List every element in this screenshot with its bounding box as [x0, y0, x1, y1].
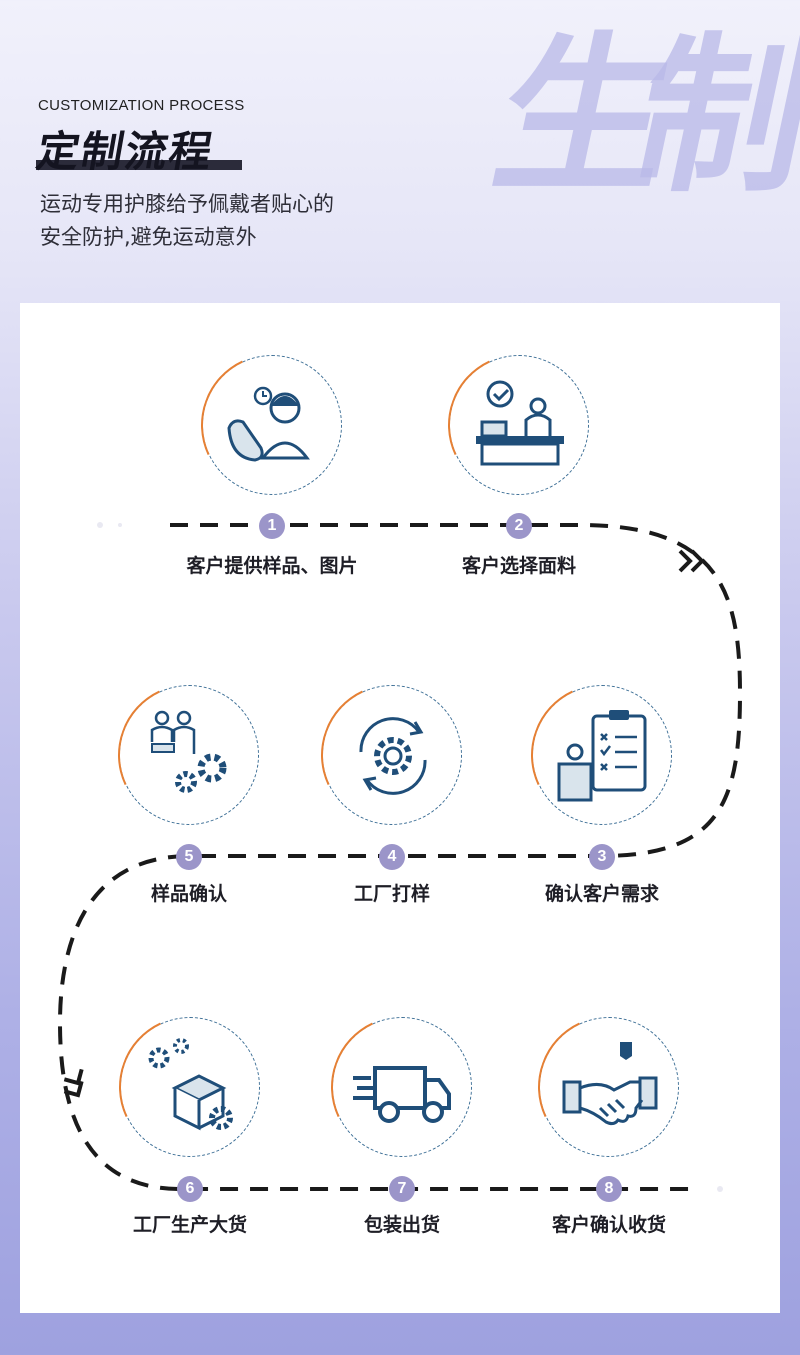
step-5-circle — [119, 685, 259, 825]
step-1-badge: 1 — [259, 513, 285, 539]
box-gears-icon — [148, 1038, 233, 1131]
step-8-label: 客户确认收货 — [551, 1214, 666, 1236]
step-5-badge: 5 — [176, 844, 202, 870]
step-8-badge: 8 — [596, 1176, 622, 1202]
step-6-label: 工厂生产大货 — [132, 1214, 247, 1236]
subtitle-en: CUSTOMIZATION PROCESS — [38, 97, 245, 114]
step-3-label: 确认客户需求 — [544, 883, 659, 905]
desk-checkmark-icon — [476, 380, 564, 466]
checklist-clipboard-icon — [557, 710, 647, 802]
step-1 — [182, 355, 362, 495]
step-8-circle — [539, 1017, 679, 1157]
people-gears-icon — [150, 710, 227, 793]
step-2 — [429, 355, 609, 495]
step-2-label: 客户选择面料 — [461, 555, 576, 577]
step-7 — [312, 1017, 492, 1157]
page-title: 定制流程 — [33, 127, 218, 176]
step-3-badge: 3 — [589, 844, 615, 870]
handshake-icon — [562, 1042, 658, 1126]
step-4-circle — [322, 685, 462, 825]
title-underline — [36, 160, 242, 170]
step-5-label: 样品确认 — [150, 883, 227, 905]
gear-refresh-icon — [359, 717, 427, 795]
process-card: 1 客户提供样品、图片 2 客户选择面料 — [20, 303, 780, 1313]
step-7-label: 包装出货 — [363, 1214, 440, 1236]
description-line-2: 安全防护,避免运动意外 — [40, 225, 257, 249]
step-2-badge: 2 — [506, 513, 532, 539]
step-3-circle — [532, 685, 672, 825]
step-7-badge: 7 — [389, 1176, 415, 1202]
step-8 — [519, 1017, 699, 1157]
header: 生 制 CUSTOMIZATION PROCESS 定制流程 运动专用护膝给予佩… — [0, 0, 800, 300]
step-6-circle — [120, 1017, 260, 1157]
phone-support-icon — [227, 386, 310, 462]
step-7-circle — [332, 1017, 472, 1157]
step-4-label: 工厂打样 — [353, 883, 430, 905]
step-1-label: 客户提供样品、图片 — [186, 555, 358, 577]
delivery-truck-icon — [353, 1066, 451, 1123]
step-1-circle — [202, 355, 342, 495]
step-5 — [99, 685, 279, 825]
description: 运动专用护膝给予佩戴者贴心的 安全防护,避免运动意外 — [40, 188, 420, 254]
step-3 — [512, 685, 692, 825]
step-6-badge: 6 — [177, 1176, 203, 1202]
description-line-1: 运动专用护膝给予佩戴者贴心的 — [40, 192, 334, 216]
step-4 — [302, 685, 482, 825]
step-6 — [100, 1017, 280, 1157]
step-2-circle — [449, 355, 589, 495]
step-4-badge: 4 — [379, 844, 405, 870]
